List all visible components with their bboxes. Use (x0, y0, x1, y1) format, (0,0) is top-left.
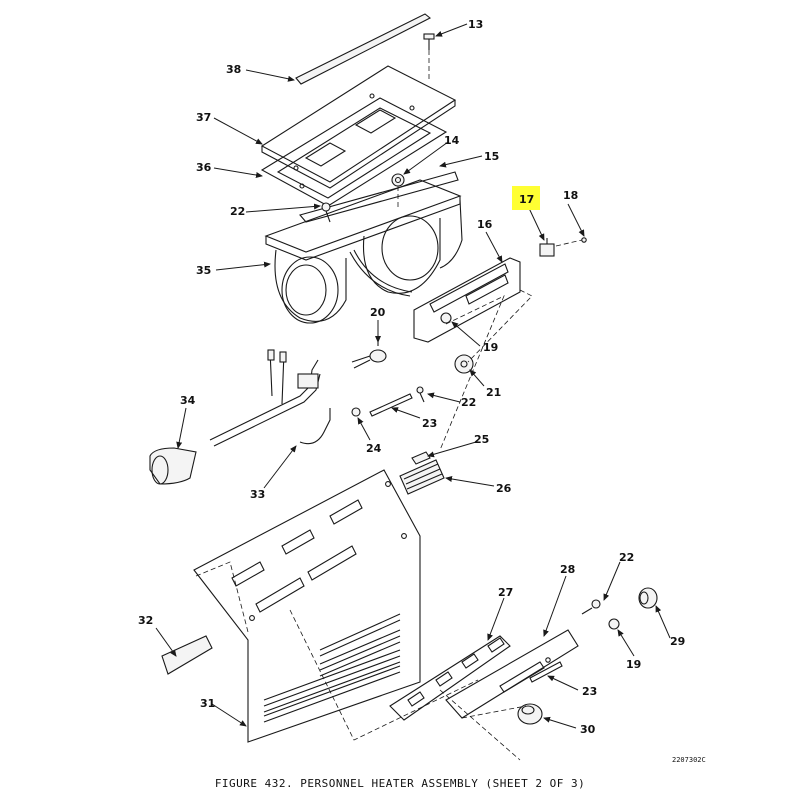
callout-22-mid: 22 (461, 396, 476, 409)
callout-37: 37 (196, 111, 211, 124)
callout-36: 36 (196, 161, 212, 174)
part-21-cap (454, 354, 474, 374)
part-26-grille (399, 459, 445, 495)
part-22-screw-low (581, 599, 601, 615)
part-23-pin-upper (369, 393, 413, 417)
part-37-cover-plate (260, 65, 457, 189)
callout-27: 27 (498, 586, 513, 599)
callout-31: 31 (200, 697, 215, 710)
assembly-center-lines (195, 50, 583, 761)
callout-34: 34 (180, 394, 196, 407)
callout-38: 38 (226, 63, 241, 76)
part-35-blower-housing (264, 179, 463, 324)
figure-caption: FIGURE 432. PERSONNEL HEATER ASSEMBLY (S… (214, 777, 586, 790)
part-18-screw (581, 237, 587, 243)
callout-19-upper: 19 (483, 341, 498, 354)
callout-26: 26 (496, 482, 512, 495)
part-28-mounting-bracket (445, 629, 579, 719)
part-17-switch (539, 238, 555, 257)
callout-32: 32 (138, 614, 153, 627)
part-22-screw-top (321, 202, 331, 223)
part-36-gasket (260, 97, 448, 207)
part-19-nut-lower (608, 618, 620, 630)
callout-leaders (155, 23, 671, 729)
callout-33: 33 (250, 488, 265, 501)
part-33-wiring (299, 408, 331, 445)
callout-15: 15 (484, 150, 499, 163)
part-20-thermostat (351, 338, 387, 369)
callout-24: 24 (366, 442, 382, 455)
highlight-box (512, 186, 540, 210)
part-25-connector (411, 451, 431, 465)
callout-25: 25 (474, 433, 489, 446)
callout-13: 13 (468, 18, 483, 31)
callout-29: 29 (670, 635, 685, 648)
callout-23-lower: 23 (582, 685, 597, 698)
callout-20: 20 (370, 306, 386, 319)
part-38-strip (295, 13, 432, 85)
callout-22-top: 22 (230, 205, 245, 218)
part-32-label-plate (161, 635, 213, 675)
callout-35: 35 (196, 264, 211, 277)
part-27-plate (389, 635, 511, 721)
callout-23-upper: 23 (422, 417, 437, 430)
part-19-nut-upper (440, 312, 452, 324)
part-22-screw-mid (416, 386, 425, 403)
callout-labels: 13 38 37 14 15 36 22 17 18 16 35 20 19 2… (138, 18, 685, 736)
part-31-front-panel (193, 469, 421, 743)
callout-14: 14 (444, 134, 460, 147)
callout-22-low: 22 (619, 551, 634, 564)
part-24-nut (351, 407, 361, 417)
part-34-harness (149, 349, 321, 485)
callout-17-highlighted: 17 (512, 186, 540, 210)
part-23-pin-lower (529, 661, 563, 683)
callout-16: 16 (477, 218, 493, 231)
drawing-number: 2207302C (672, 756, 706, 764)
callout-28: 28 (560, 563, 575, 576)
part-14-nut (391, 173, 405, 187)
callout-21: 21 (486, 386, 501, 399)
callout-19-lower: 19 (626, 658, 641, 671)
callout-18: 18 (563, 189, 578, 202)
part-29-knob (638, 587, 658, 609)
part-30-cap (517, 703, 543, 725)
callout-30: 30 (580, 723, 596, 736)
part-13-screw (423, 33, 435, 50)
callout-17: 17 (519, 193, 534, 206)
